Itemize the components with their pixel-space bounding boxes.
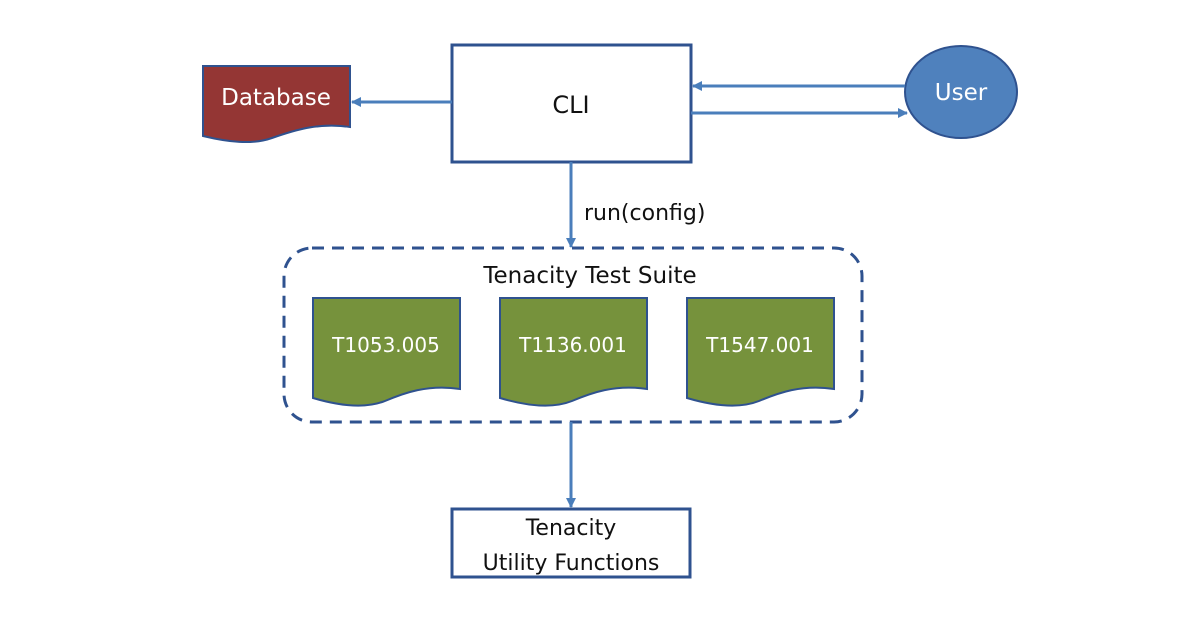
database-node: Database — [202, 65, 351, 144]
run-config-label: run(config) — [584, 201, 705, 226]
test-suite-title: Tenacity Test Suite — [482, 263, 696, 289]
cli-box — [450, 43, 693, 164]
utility-node: Tenacity Utility Functions — [450, 507, 692, 579]
test-suite-group: Tenacity Test Suite T1053.005 T1136.001 … — [282, 246, 864, 424]
test-doc-shape — [499, 297, 648, 407]
cli-node: CLI — [450, 43, 693, 164]
database-label: Database — [221, 85, 331, 111]
test-doc-label: T1547.001 — [705, 333, 814, 357]
database-shape — [202, 65, 351, 144]
cli-label: CLI — [552, 91, 589, 119]
utility-box — [450, 507, 692, 579]
user-label: User — [935, 80, 988, 106]
test-doc: T1547.001 — [686, 297, 835, 407]
user-ellipse — [904, 45, 1018, 139]
test-doc-shape — [312, 297, 461, 407]
utility-label-line2: Utility Functions — [483, 551, 660, 576]
test-doc-label: T1136.001 — [518, 333, 627, 357]
utility-label-line1: Tenacity — [525, 516, 617, 541]
user-node: User — [904, 45, 1018, 139]
test-doc: T1136.001 — [499, 297, 648, 407]
test-doc-label: T1053.005 — [331, 333, 440, 357]
test-doc: T1053.005 — [312, 297, 461, 407]
test-doc-shape — [686, 297, 835, 407]
